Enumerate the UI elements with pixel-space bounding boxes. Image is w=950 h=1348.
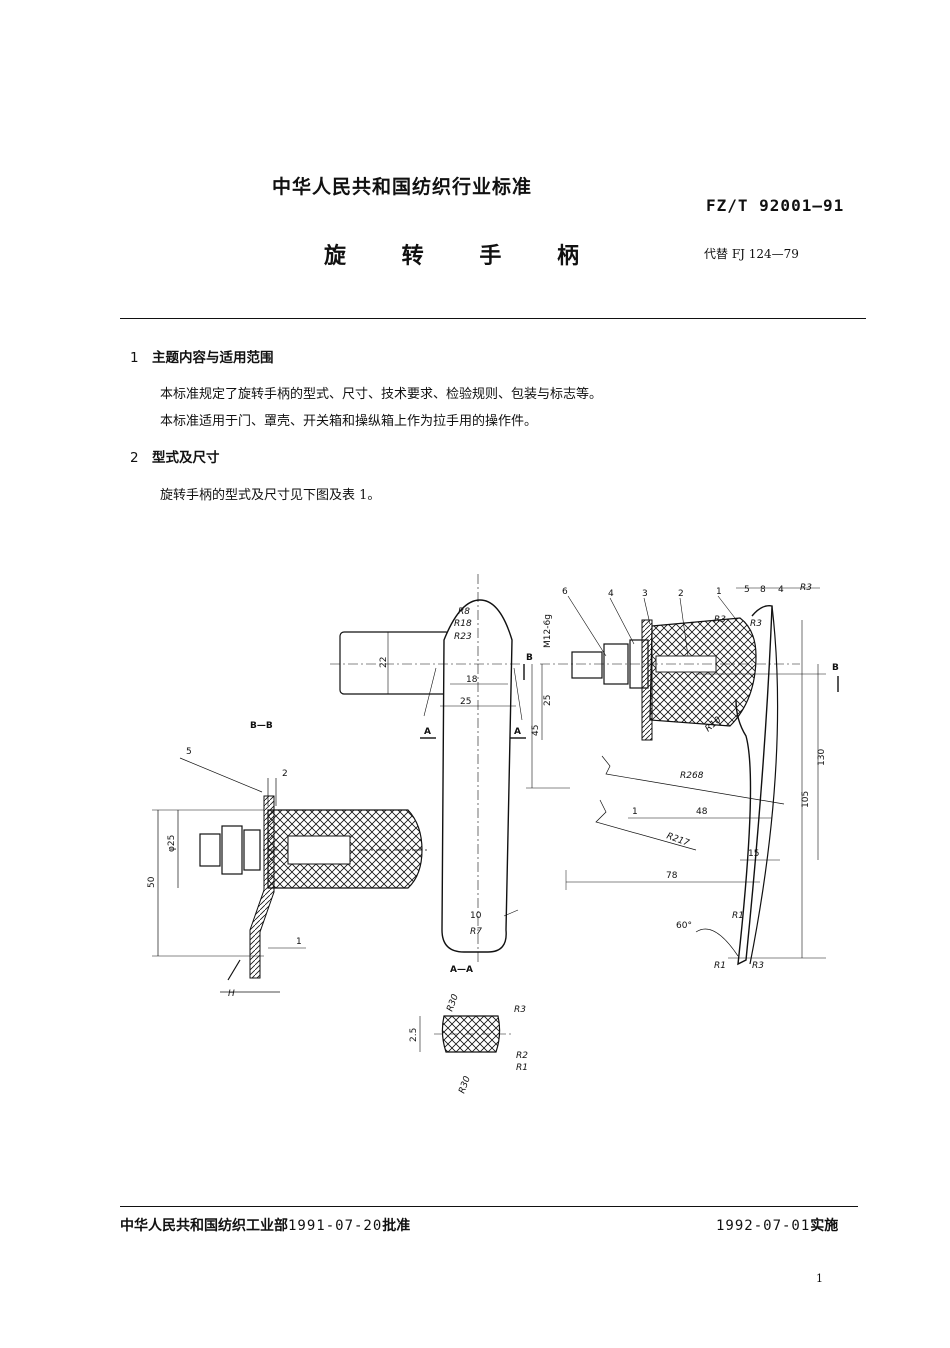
radius-label: R3	[750, 619, 762, 629]
part-label: 2	[678, 589, 684, 599]
section-number: 1	[130, 350, 139, 366]
dim-label: 2.5	[409, 1028, 419, 1042]
handle-side-view: 6 4 3 2 1 M12-6g 5 8 4 R3 R3 R3 B B 25 4…	[523, 583, 839, 971]
panel-plate	[249, 795, 275, 979]
part-label: 3	[642, 589, 648, 599]
standard-code: FZ/T 92001—91	[706, 196, 845, 215]
section-marker: A	[424, 727, 431, 737]
section-view-aa: R30 R3 2.5 R2 R1 R30	[409, 993, 528, 1095]
panel-plate	[641, 619, 653, 741]
section-marker: B	[832, 663, 839, 673]
paragraph: 旋转手柄的型式及尺寸见下图及表 1。	[160, 488, 381, 503]
section-view-bb: B—B 5 2 φ25 50 1 H	[147, 721, 430, 999]
radius-label: R7	[470, 927, 482, 937]
dim-label: φ25	[167, 835, 177, 852]
approval-line: 中华人民共和国纺织工业部1991-07-20批准	[120, 1215, 410, 1235]
section-1-heading: 1 主题内容与适用范围	[130, 346, 274, 366]
dim-label: 1	[632, 807, 638, 817]
footer-rule	[120, 1206, 858, 1207]
section-label-bb: B—B	[250, 721, 273, 731]
radius-label: R30	[445, 993, 461, 1013]
section-marker: B	[526, 653, 533, 663]
dim-label: 50	[147, 876, 157, 888]
dim-label: 5	[744, 585, 750, 595]
screw	[571, 651, 603, 679]
angle-label: 60°	[676, 921, 692, 931]
approving-authority: 中华人民共和国纺织工业部	[120, 1218, 288, 1234]
radius-label: R3	[714, 615, 726, 625]
dim-label: 15	[748, 849, 759, 859]
header-rule	[120, 318, 866, 319]
radius-label: R3	[514, 1005, 526, 1015]
issuing-organization: 中华人民共和国纺织行业标准	[272, 176, 533, 198]
document-title: 旋 转 手 柄	[324, 244, 603, 269]
radius-label: R1	[714, 961, 726, 971]
section-2-heading: 2 型式及尺寸	[130, 446, 220, 466]
dim-label: 18	[466, 675, 478, 685]
part-label: 1	[716, 587, 722, 597]
paragraph: 本标准规定了旋转手柄的型式、尺寸、技术要求、检验规则、包装与标志等。	[160, 387, 603, 402]
dim-label: 78	[666, 871, 678, 881]
radius-label: R8	[458, 607, 470, 617]
part-label: 4	[608, 589, 614, 599]
part-label: 5	[186, 747, 192, 757]
shaft-boss	[339, 631, 451, 695]
section-title: 主题内容与适用范围	[152, 350, 274, 366]
radius-label: R1	[732, 911, 744, 921]
dim-label: 45	[531, 725, 541, 736]
dim-label: 25	[543, 695, 553, 706]
effective-line: 1992-07-01实施	[716, 1215, 838, 1235]
radius-label: R268	[680, 771, 704, 781]
section-label-aa: A—A	[450, 965, 473, 975]
section-title: 型式及尺寸	[152, 450, 220, 466]
dim-label: 10	[470, 911, 482, 921]
technical-drawing: B—B 5 2 φ25 50 1 H R8 R18 R23	[147, 574, 839, 1095]
dim-label: 1	[296, 937, 302, 947]
dim-label: 130	[817, 749, 827, 766]
section-number: 2	[130, 450, 139, 466]
section-marker: A	[514, 727, 521, 737]
screw-thread	[287, 835, 351, 865]
radius-label: R2	[516, 1051, 528, 1061]
radius-label: R30	[457, 1075, 473, 1095]
radius-label: R1	[516, 1063, 528, 1073]
handle-lever	[441, 599, 513, 953]
dim-label: H	[228, 989, 235, 999]
approval-date: 1991-07-20	[288, 1218, 383, 1234]
dim-label: 48	[696, 807, 708, 817]
page-number: 1	[816, 1272, 823, 1285]
radius-label: R217	[665, 831, 691, 849]
nut	[199, 833, 221, 867]
replaces-note: 代替 FJ 124—79	[704, 247, 799, 261]
paragraph: 本标准适用于门、罩壳、开关箱和操纵箱上作为拉手用的操作件。	[160, 414, 538, 429]
thread-label: M12-6g	[543, 614, 553, 648]
handle-front-view: R8 R18 R23 22 18 25 A A 10 R7 A—A	[330, 574, 526, 975]
nut	[221, 825, 243, 875]
radius-label: R23	[454, 632, 472, 642]
washer	[243, 829, 261, 871]
dim-label: 25	[460, 697, 471, 707]
part-label: 6	[562, 587, 568, 597]
effective-date: 1992-07-01	[716, 1218, 811, 1234]
dim-label: 2	[282, 769, 288, 779]
effective-suffix: 实施	[810, 1218, 839, 1234]
radius-label: R3	[752, 961, 764, 971]
dim-label: 105	[801, 791, 811, 808]
approval-suffix: 批准	[382, 1218, 411, 1234]
dim-label: 22	[379, 657, 389, 668]
dim-label: 4	[778, 585, 784, 595]
radius-label: R18	[454, 619, 472, 629]
dim-label: 8	[760, 585, 766, 595]
